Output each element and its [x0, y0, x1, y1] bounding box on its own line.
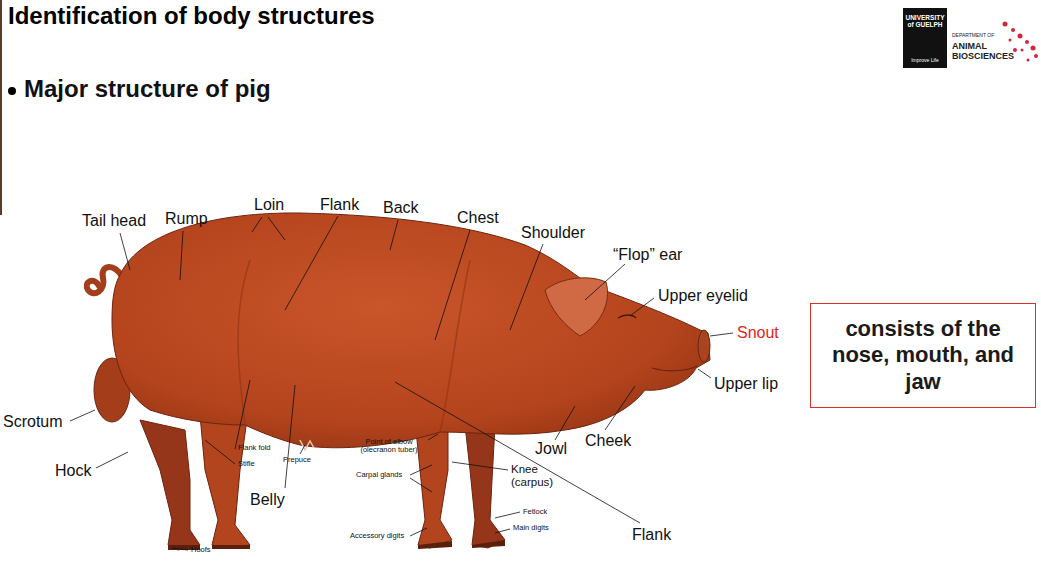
slide-title: Identification of body structures [8, 2, 375, 30]
edge-rule [0, 0, 2, 215]
part-label: Flank fold [238, 444, 271, 452]
part-label: Hoofs [191, 546, 211, 554]
part-label: Upper lip [714, 375, 778, 393]
part-label: Prepuce [283, 456, 311, 464]
part-label: Cheek [585, 432, 631, 450]
part-label: “Flop” ear [613, 246, 682, 264]
part-label: Loin [254, 196, 284, 214]
snout-disc [698, 330, 710, 362]
callout-text: consists of the nose, mouth, and jaw [820, 316, 1026, 395]
shoulder-fold [440, 260, 470, 432]
part-label: Jowl [535, 440, 567, 458]
part-label: Hock [55, 462, 91, 480]
part-label: Upper eyelid [658, 287, 748, 305]
part-label: Accessory digits [350, 532, 404, 540]
part-label: Tail head [82, 212, 146, 230]
part-label: Chest [457, 209, 499, 227]
part-label: Belly [250, 491, 285, 509]
logo-block [903, 8, 947, 68]
logo-text: UNIVERSITY of GUELPH [905, 14, 945, 28]
mouth-line [652, 366, 697, 371]
logo-text: BIOSCIENCES [952, 52, 1014, 62]
part-label: Flank [320, 196, 359, 214]
part-label: Knee (carpus) [511, 463, 573, 488]
part-label: Flank [632, 526, 671, 544]
hooves [168, 540, 505, 550]
logo-text: DEPARTMENT OF [952, 33, 994, 39]
part-label: Rump [165, 210, 208, 228]
part-label: Point of elbow (olecranon tuber) [352, 438, 426, 455]
part-label: Stifle [238, 460, 255, 468]
logo-text: Improve Life [905, 58, 945, 64]
part-label: Main digits [513, 524, 549, 532]
part-label: Fetlock [523, 508, 547, 516]
part-label: Snout [737, 324, 779, 342]
leader-lines [70, 216, 733, 550]
part-label: Shoulder [521, 224, 585, 242]
bullet-heading: Major structure of pig [24, 76, 271, 102]
pig-body [112, 213, 710, 448]
prepuce-tuft [300, 440, 314, 450]
thigh-fold [238, 260, 250, 425]
part-label: Scrotum [3, 413, 63, 431]
eye-mark [618, 315, 636, 318]
callout-box: consists of the nose, mouth, and jaw [810, 303, 1036, 408]
logo-text: ANIMAL [952, 42, 987, 52]
flop-ear [545, 278, 608, 336]
part-label: Carpal glands [356, 471, 402, 479]
bullet-dot [8, 87, 16, 95]
part-label: Back [383, 199, 419, 217]
